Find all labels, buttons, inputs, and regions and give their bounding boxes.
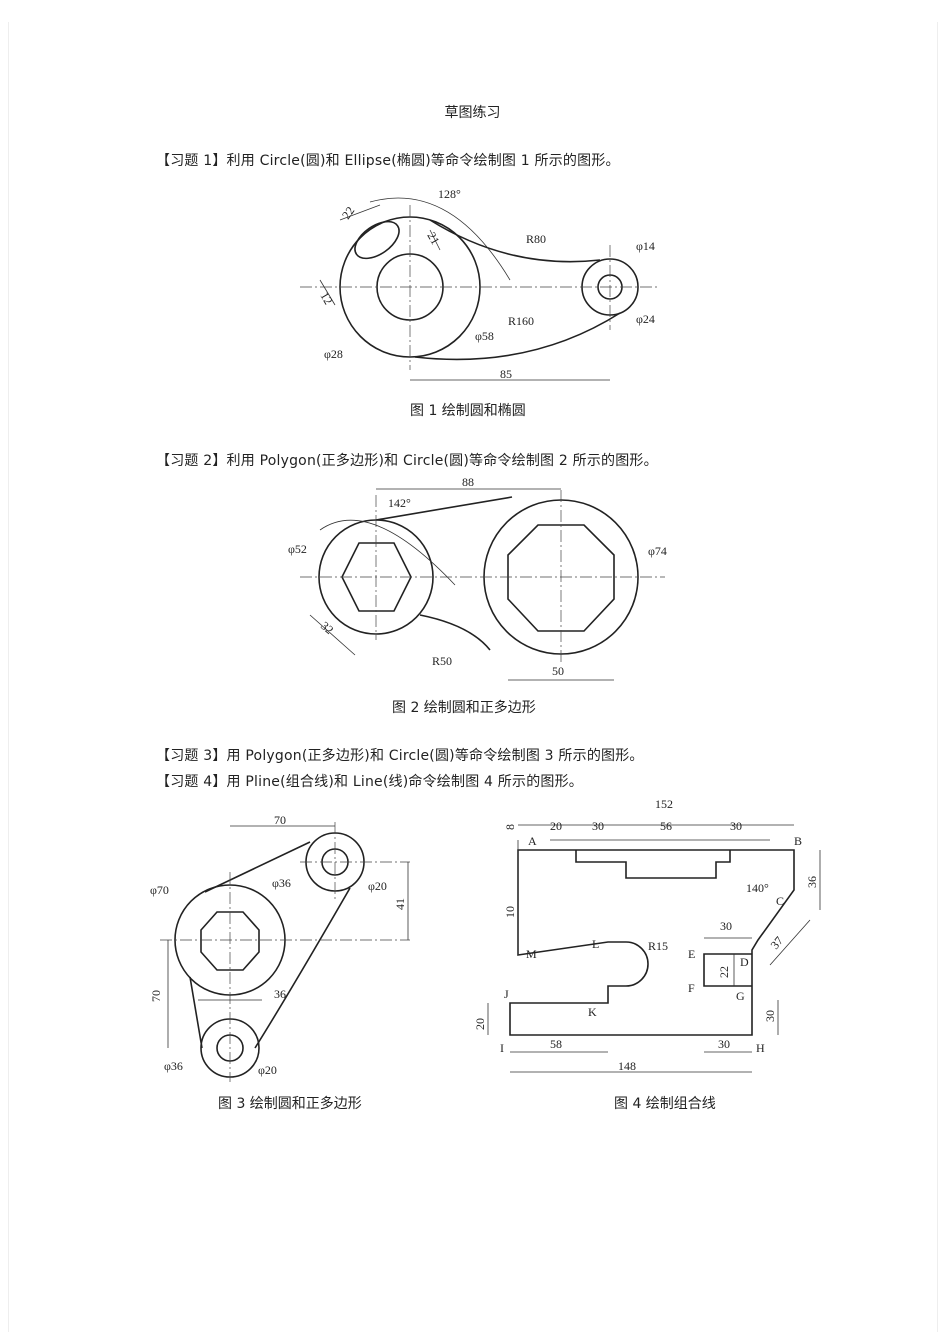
fig1-r80: R80 [526, 232, 546, 246]
fig2-d52: φ52 [288, 542, 307, 556]
fig4-dim-152: 152 [655, 797, 673, 811]
figure-1-caption: 图 1 绘制圆和椭圆 [410, 403, 526, 419]
figure-2-drawing: 88 142° φ52 φ74 32 50 R50 [288, 475, 667, 681]
fig3-d36-top: φ36 [272, 876, 291, 890]
fig4-dim-36: 36 [805, 876, 819, 888]
figure-3-drawing: 70 φ70 φ36 φ20 41 70 36 φ36 φ20 [149, 813, 410, 1082]
fig4-dim-56: 56 [660, 819, 672, 833]
fig4-pt-L: L [592, 937, 599, 951]
fig3-d20-bot: φ20 [258, 1063, 277, 1077]
fig4-pt-G: G [736, 989, 745, 1003]
fig1-dim-85: 85 [500, 367, 512, 381]
fig1-d58: φ58 [475, 329, 494, 343]
fig4-dim-10: 10 [503, 906, 517, 918]
figure-2-caption: 图 2 绘制圆和正多边形 [392, 700, 536, 716]
exercise-4-text: 【习题 4】用 Pline(组合线)和 Line(线)命令绘制图 4 所示的图形… [156, 774, 583, 790]
fig2-dim-88: 88 [462, 475, 474, 489]
fig2-d74: φ74 [648, 544, 667, 558]
fig4-pt-H: H [756, 1041, 765, 1055]
fig4-dim-58: 58 [550, 1037, 562, 1051]
figure-4-caption: 图 4 绘制组合线 [614, 1096, 716, 1112]
fig4-pt-B: B [794, 834, 802, 848]
fig2-angle: 142° [388, 496, 411, 510]
figure-1-drawing: 128° 22 21 12 R80 R160 φ14 φ24 φ28 φ58 8… [300, 187, 660, 381]
fig2-r50: R50 [432, 654, 452, 668]
figure-3-caption: 图 3 绘制圆和正多边形 [218, 1096, 362, 1112]
fig4-dim-30d: 30 [763, 1010, 777, 1022]
fig3-d20-top: φ20 [368, 879, 387, 893]
fig3-d70: φ70 [150, 883, 169, 897]
fig4-pt-I: I [500, 1041, 504, 1055]
fig4-pt-D: D [740, 955, 749, 969]
fig4-pt-E: E [688, 947, 695, 961]
fig3-dim-36: 36 [274, 987, 286, 1001]
fig1-angle-label: 128° [438, 187, 461, 201]
fig4-dim-20v: 20 [473, 1018, 487, 1030]
exercise-1-text: 【习题 1】利用 Circle(圆)和 Ellipse(椭圆)等命令绘制图 1 … [156, 153, 620, 169]
fig1-dim-12: 12 [317, 290, 335, 307]
fig4-dim-30c: 30 [720, 919, 732, 933]
figure-4-drawing: 152 20 30 56 30 8 10 140° 36 37 30 22 R1… [473, 797, 821, 1073]
fig4-pt-C: C [776, 894, 784, 908]
fig1-dim-21: 21 [424, 230, 442, 247]
fig4-pt-M: M [526, 947, 537, 961]
fig1-d24: φ24 [636, 312, 655, 326]
fig2-dim-50: 50 [552, 664, 564, 678]
fig1-d14: φ14 [636, 239, 655, 253]
exercise-2-text: 【习题 2】利用 Polygon(正多边形)和 Circle(圆)等命令绘制图 … [156, 453, 658, 469]
fig3-dim-70-vert: 70 [149, 990, 163, 1002]
fig3-dim-41: 41 [393, 898, 407, 910]
fig4-angle-140: 140° [746, 881, 769, 895]
fig4-pt-J: J [504, 987, 509, 1001]
fig1-d28: φ28 [324, 347, 343, 361]
fig1-r160: R160 [508, 314, 534, 328]
fig4-pt-F: F [688, 981, 695, 995]
document-page [8, 22, 938, 1332]
fig4-dim-30a: 30 [592, 819, 604, 833]
fig4-dim-37: 37 [768, 934, 786, 952]
fig3-d36-bot: φ36 [164, 1059, 183, 1073]
page-title: 草图练习 [444, 105, 501, 121]
fig4-dim-8: 8 [503, 824, 517, 830]
fig4-dim-20: 20 [550, 819, 562, 833]
fig4-dim-148: 148 [618, 1059, 636, 1073]
fig4-pt-A: A [528, 834, 537, 848]
fig4-pt-K: K [588, 1005, 597, 1019]
fig4-dim-30e: 30 [718, 1037, 730, 1051]
fig4-dim-30b: 30 [730, 819, 742, 833]
fig2-dim-32: 32 [318, 619, 336, 637]
fig4-r15: R15 [648, 939, 668, 953]
fig3-dim-70-top: 70 [274, 813, 286, 827]
exercise-3-text: 【习题 3】用 Polygon(正多边形)和 Circle(圆)等命令绘制图 3… [156, 748, 644, 764]
fig4-dim-22: 22 [717, 966, 731, 978]
